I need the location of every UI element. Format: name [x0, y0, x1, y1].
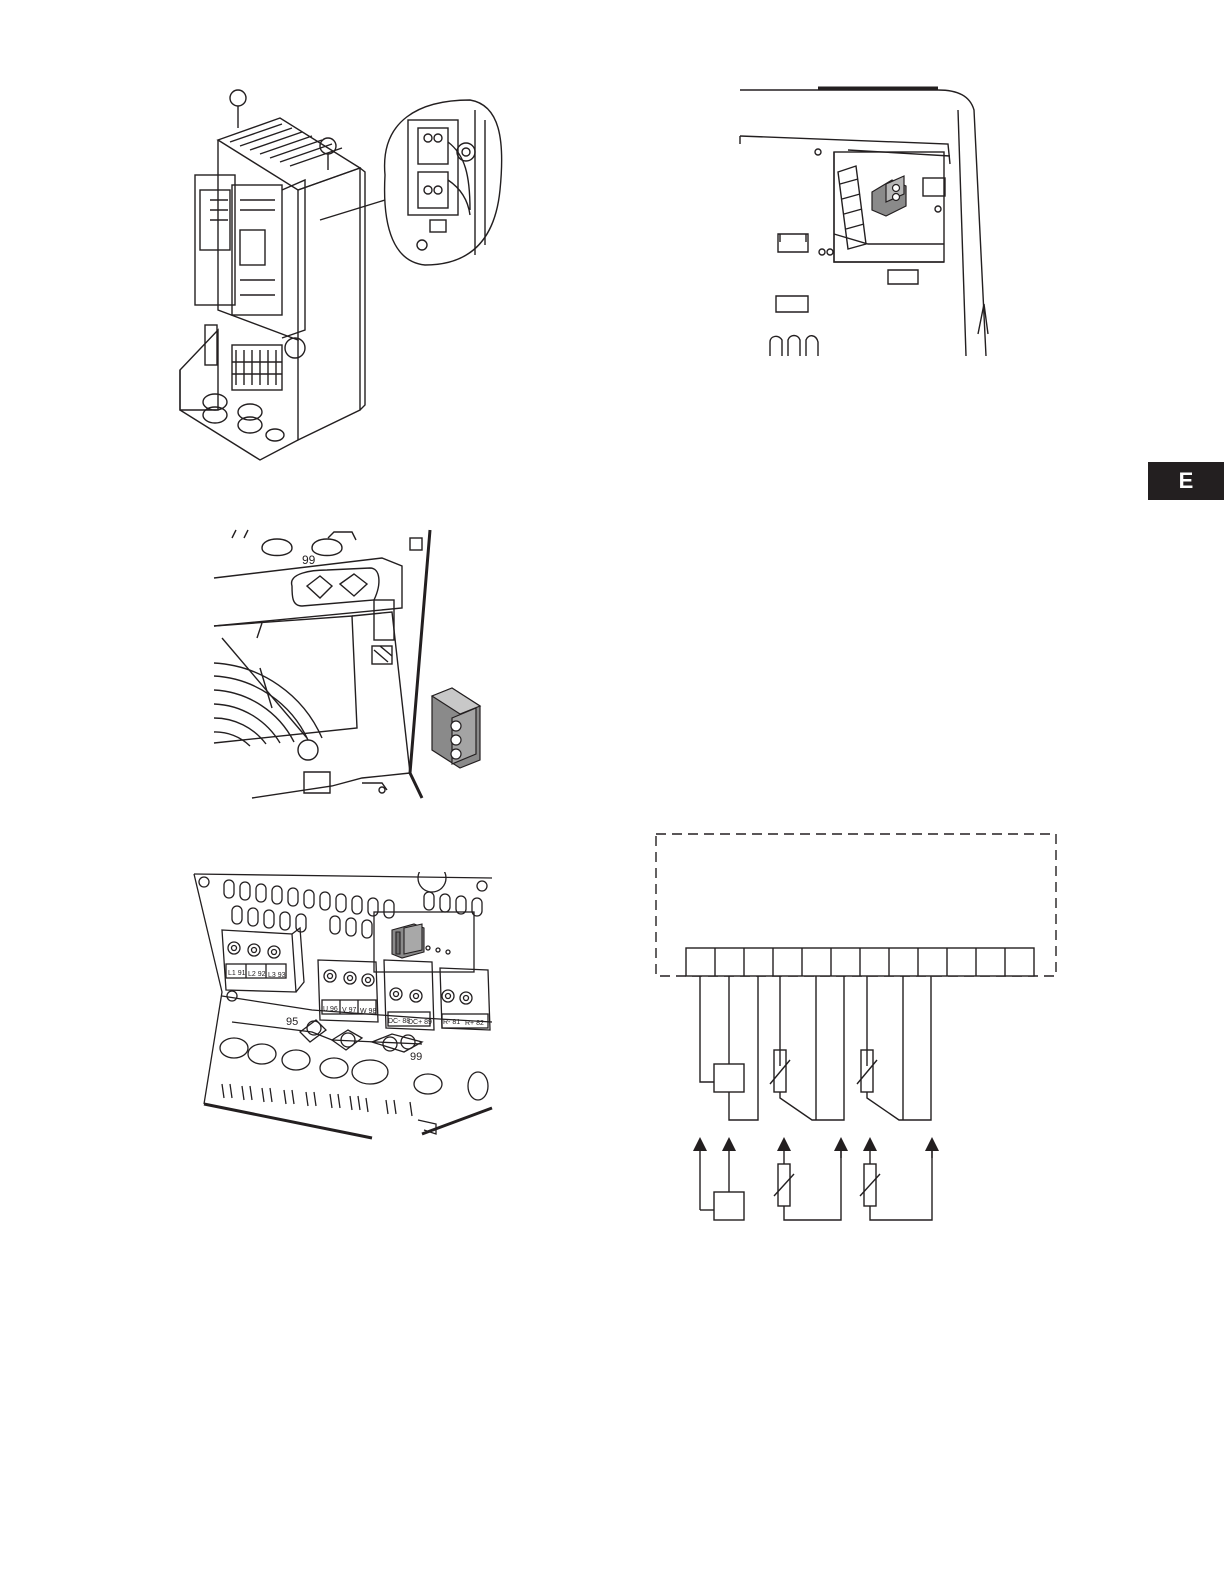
terminal-label-l2-92: L2 92	[248, 971, 266, 978]
terminal-label-v-97: V 97	[342, 1007, 357, 1014]
terminal-label-r-minus-81: R- 81	[443, 1019, 460, 1026]
potentiometer-example-1	[774, 1144, 841, 1220]
control-plug-connector	[392, 924, 424, 958]
section-tab-e[interactable]: E	[1148, 462, 1224, 500]
potentiometer-example-2	[860, 1144, 932, 1220]
terminal-strip	[686, 948, 1034, 976]
fan-grille	[214, 638, 322, 746]
potentiometer-wiring-2	[857, 976, 931, 1120]
terminal-label-r-plus-82: R+ 82	[465, 1020, 484, 1027]
drive-overview-illustration	[170, 80, 510, 465]
terminal-label-l3-93: L3 93	[268, 972, 286, 979]
vent-slots-middle	[232, 906, 372, 938]
wiring-schematic	[650, 828, 1064, 1228]
plug-in-terminal	[872, 176, 906, 216]
sensor-example-arrows	[700, 1144, 744, 1220]
control-card-connector-illustration	[738, 84, 1000, 356]
power-terminals-illustration: L1 91 L2 92 L3 93 U 96 V 97 W 98 DC- 88 …	[192, 872, 494, 1142]
lifting-eye-left	[230, 90, 246, 106]
potentiometer-wiring-1	[770, 976, 844, 1120]
terminal-label-dc-plus-89: DC+ 89	[408, 1019, 432, 1026]
terminal-label-99: 99	[302, 553, 316, 567]
ground-label-99: 99	[410, 1051, 422, 1063]
ground-label-95: 95	[286, 1016, 298, 1028]
section-tab-label: E	[1179, 468, 1194, 494]
terminal-label-u-96: U 96	[323, 1006, 338, 1013]
plug-connector-3pin	[432, 688, 480, 768]
terminal-label-l1-91: L1 91	[228, 970, 246, 977]
zoom-detail-frame	[385, 100, 502, 265]
terminal-label-dc-minus-88: DC- 88	[388, 1018, 410, 1025]
sensor-wiring-1	[700, 976, 758, 1120]
terminal-label-w-98: W 98	[360, 1008, 376, 1015]
fan-area-connector-illustration: 99	[212, 528, 492, 800]
